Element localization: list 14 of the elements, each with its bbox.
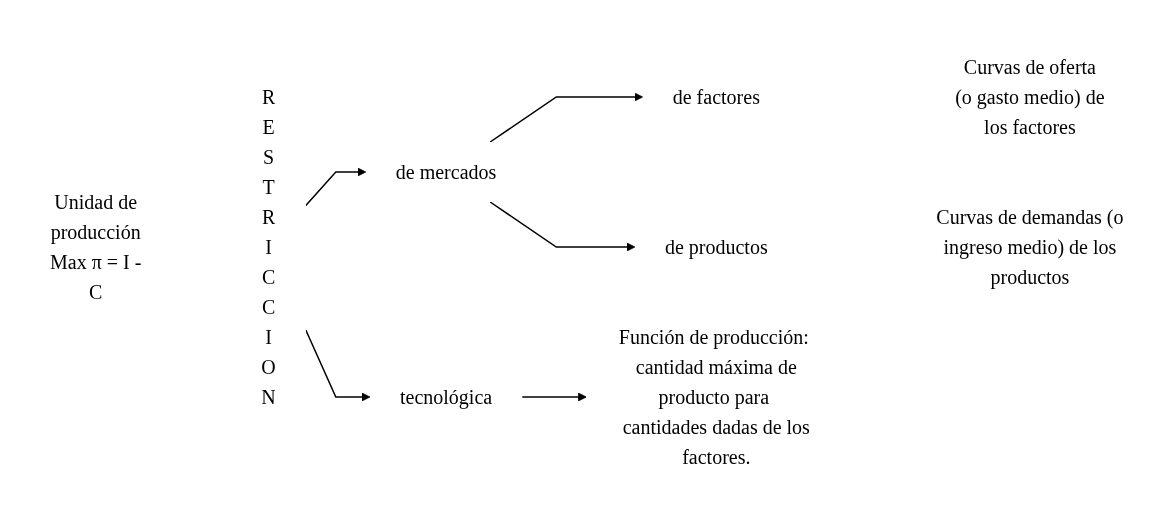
node-text: Unidad de producción Max π = I - C — [50, 191, 142, 303]
node-text: de factores — [672, 86, 761, 108]
node-text: de mercados — [396, 161, 497, 183]
node-text: Curvas de demandas (o ingreso medio) de los productos — [936, 206, 1124, 288]
arrow — [521, 392, 587, 402]
arrow — [489, 92, 644, 143]
node-text: Función de producción: cantidad máxima de producto para cantidades dadas de los factores. — [619, 326, 811, 468]
node-text: R E S T R I C C I O N — [261, 86, 277, 408]
node-text: Curvas de oferta (o gasto medio) de los factores — [955, 56, 1105, 138]
node-text: tecnológica — [400, 386, 493, 408]
node-text: de productos — [665, 236, 768, 258]
arrow — [305, 167, 367, 207]
arrow — [305, 329, 371, 402]
arrow — [489, 201, 636, 252]
